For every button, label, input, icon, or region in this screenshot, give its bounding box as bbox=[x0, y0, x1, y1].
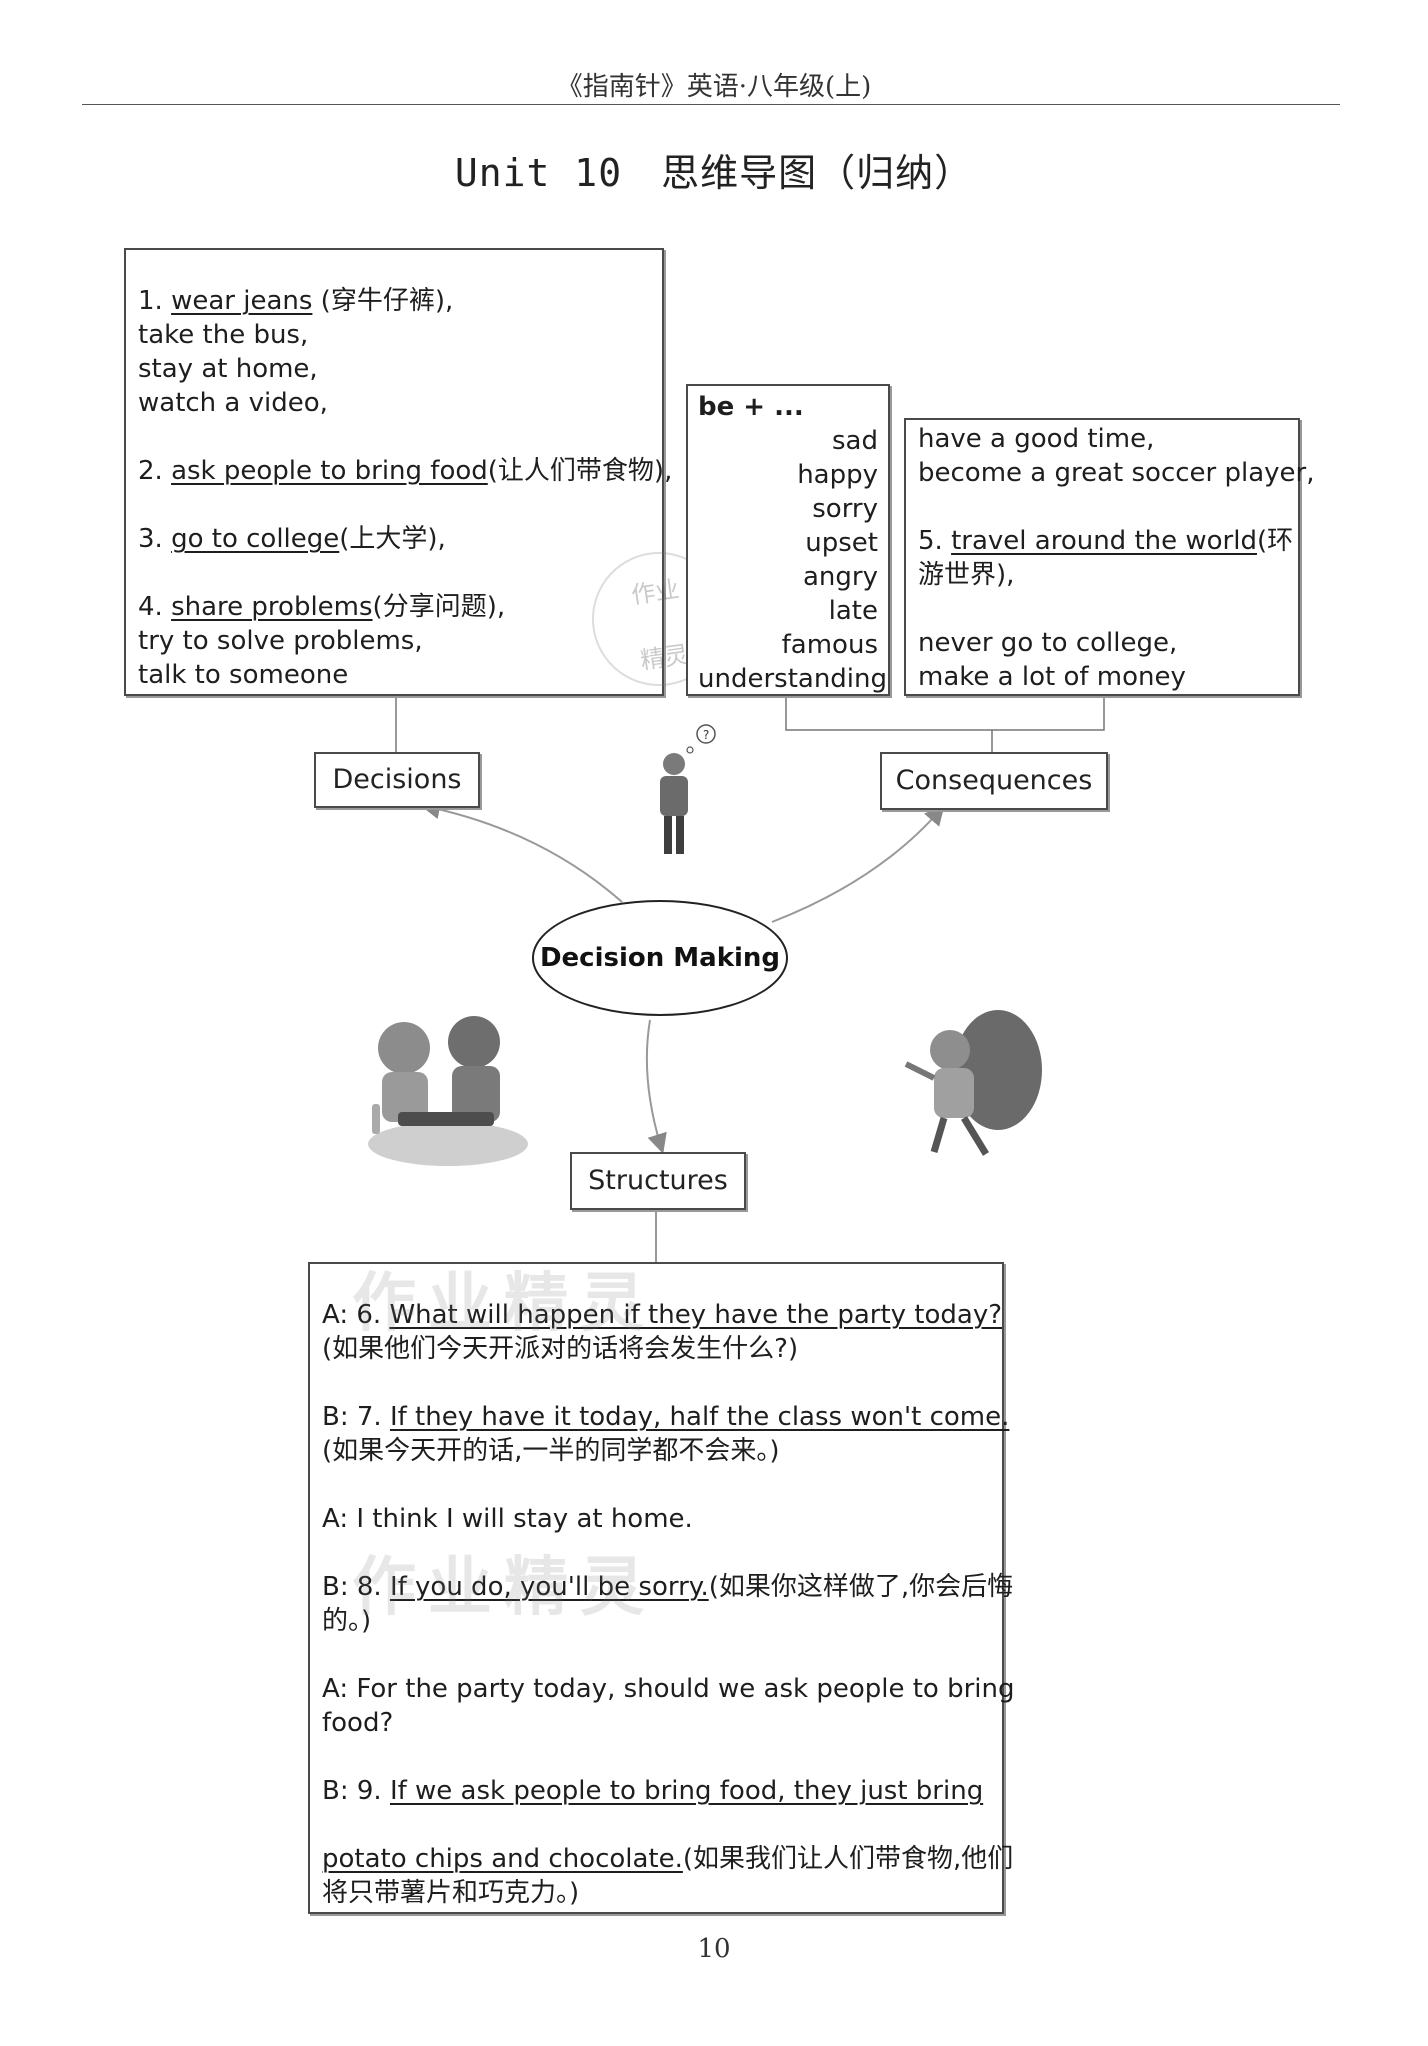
dialogue-9: B: 9. If we ask people to bring food, th… bbox=[322, 1776, 984, 1806]
consequences-label: Consequences bbox=[880, 752, 1108, 810]
dialogue-stay: A: I think I will stay at home. bbox=[322, 1504, 693, 1534]
consequence-line: become a great soccer player, bbox=[918, 458, 1315, 488]
consequence-line: make a lot of money bbox=[918, 662, 1186, 692]
adjective-item: upset bbox=[805, 528, 878, 558]
arrow-to-decisions bbox=[420, 799, 623, 903]
watermark-text-1: 作业精灵 bbox=[352, 1267, 656, 1341]
be-adjectives-box: be + ... sad happy sorry upset angry lat… bbox=[686, 384, 890, 696]
page-title: Unit 10 思维导图（归纳） bbox=[454, 151, 974, 195]
dialogue-9-b: potato chips and chocolate.(如果我们让人们带食物,他… bbox=[322, 1844, 1014, 1874]
adjective-item: sad bbox=[832, 426, 878, 456]
dialogue-food-2: food? bbox=[322, 1708, 394, 1738]
adjective-item: understanding bbox=[698, 664, 888, 694]
dialogue-6-cn: (如果他们今天开派对的话将会发生什么?) bbox=[322, 1334, 799, 1364]
header-rule bbox=[82, 104, 1340, 105]
adjective-item: famous bbox=[781, 630, 878, 660]
decision-line: talk to someone bbox=[138, 660, 349, 690]
consequences-box: have a good time, become a great soccer … bbox=[904, 418, 1315, 696]
adjective-item: late bbox=[828, 596, 878, 626]
dialogue-8: B: 8. If you do, you'll be sorry.(如果你这样做… bbox=[322, 1572, 1014, 1602]
adjective-item: sorry bbox=[812, 494, 878, 524]
decisions-box: 1. wear jeans (穿牛仔裤), take the bus, stay… bbox=[124, 248, 673, 696]
dialogue-8-cn: 的。) bbox=[322, 1606, 372, 1636]
dialogue-7-cn: (如果今天开的话,一半的同学都不会来。) bbox=[322, 1436, 780, 1466]
decisions-label: Decisions bbox=[314, 752, 480, 808]
centre-node: Decision Making bbox=[532, 900, 788, 1016]
decision-item-3: 3. go to college(上大学), bbox=[138, 524, 446, 554]
page-number: 10 bbox=[697, 1934, 731, 1964]
boys-eating-icon bbox=[368, 1016, 528, 1166]
consequence-item-5: 5. travel around the world(环 bbox=[918, 526, 1294, 556]
consequence-line: 游世界), bbox=[918, 560, 1015, 590]
dialogue-7: B: 7. If they have it today, half the cl… bbox=[322, 1402, 1010, 1432]
decision-line: stay at home, bbox=[138, 354, 318, 384]
thinking-man-icon: ? bbox=[660, 724, 716, 854]
dialogue-9-cn: 将只带薯片和巧克力。) bbox=[322, 1878, 580, 1908]
consequence-line: never go to college, bbox=[918, 628, 1178, 658]
arrow-to-structures bbox=[645, 1019, 667, 1154]
decision-line: try to solve problems, bbox=[138, 626, 423, 656]
decision-line: watch a video, bbox=[138, 388, 328, 418]
watermark-text-2: 作业精灵 bbox=[352, 1551, 656, 1625]
be-head: be + ... bbox=[698, 392, 804, 422]
structures-box: A: 6. What will happen if they have the … bbox=[308, 1262, 1015, 1914]
decision-line: take the bus, bbox=[138, 320, 309, 350]
svg-text:?: ? bbox=[703, 728, 709, 742]
structures-label: Structures bbox=[570, 1152, 746, 1210]
adjective-item: happy bbox=[797, 460, 878, 490]
arrow-to-consequences bbox=[771, 804, 945, 923]
dialogue-food: A: For the party today, should we ask pe… bbox=[322, 1674, 1015, 1704]
dialogue-6: A: 6. What will happen if they have the … bbox=[322, 1300, 1003, 1330]
decision-item-1: 1. wear jeans (穿牛仔裤), bbox=[138, 286, 454, 316]
consequence-line: have a good time, bbox=[918, 424, 1155, 454]
decision-item-4: 4. share problems(分享问题), bbox=[138, 592, 506, 622]
running-header: 《指南针》英语·八年级(上) bbox=[556, 72, 872, 102]
traveller-icon bbox=[904, 1010, 1042, 1156]
connector-bracket bbox=[785, 696, 1105, 731]
adjective-item: angry bbox=[803, 562, 878, 592]
decision-item-2: 2. ask people to bring food(让人们带食物), bbox=[138, 456, 673, 486]
